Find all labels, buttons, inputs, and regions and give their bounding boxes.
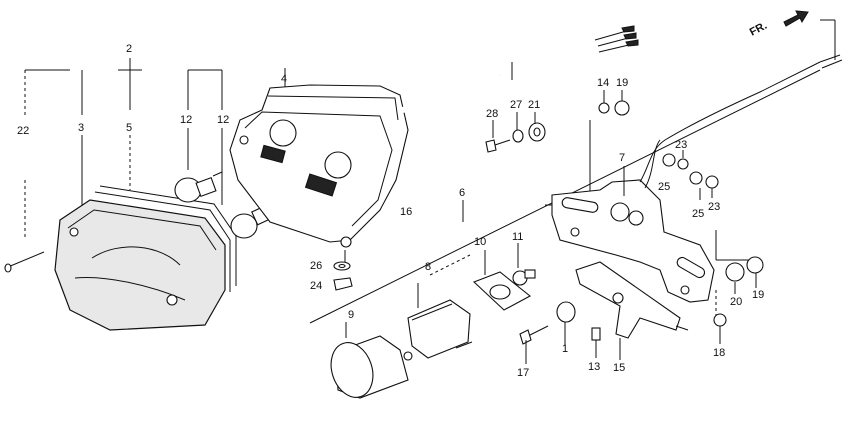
callout-9: 9 xyxy=(348,309,354,321)
license-lamp-cover xyxy=(407,299,473,359)
callout-3: 3 xyxy=(78,122,84,134)
hardware-18 xyxy=(713,313,727,327)
callout-25-b: 25 xyxy=(692,208,704,220)
callout-7: 7 xyxy=(619,152,625,164)
callout-27: 27 xyxy=(510,99,522,111)
hardware-23-a xyxy=(662,153,689,170)
callout-19-right: 19 xyxy=(752,289,764,301)
callout-26: 26 xyxy=(310,260,322,272)
hardware-bolt-28 xyxy=(485,139,511,153)
hardware-19-right xyxy=(746,256,764,274)
rear-stay xyxy=(575,261,689,339)
callout-labels: 22 3 2 5 12 12 4 16 6 8 26 24 9 10 11 17… xyxy=(17,43,764,379)
callout-12-a: 12 xyxy=(180,114,192,126)
rubber-mount-1 xyxy=(556,301,576,323)
callout-19-top: 19 xyxy=(616,77,628,89)
callout-28: 28 xyxy=(486,108,498,120)
hardware-nut-19-top xyxy=(614,100,630,116)
housing-wire xyxy=(401,25,639,113)
callout-22: 22 xyxy=(17,125,29,137)
license-bracket xyxy=(551,179,715,303)
bulb-lower xyxy=(230,204,273,239)
lens-screw xyxy=(4,251,45,273)
callout-13: 13 xyxy=(588,361,600,373)
lamp-housing xyxy=(229,84,409,262)
arrow-right-icon xyxy=(783,10,809,27)
nut-24 xyxy=(333,277,353,291)
callout-16: 16 xyxy=(400,206,412,218)
callout-23-a: 23 xyxy=(675,139,687,151)
leader-lines xyxy=(345,90,757,364)
callout-17: 17 xyxy=(517,367,529,379)
callout-21: 21 xyxy=(528,99,540,111)
hardware-23-b xyxy=(689,171,719,189)
hardware-20 xyxy=(725,262,745,282)
bolt-17 xyxy=(519,325,549,345)
collar-13 xyxy=(591,327,601,341)
callout-4: 4 xyxy=(281,73,287,85)
callout-25-a: 25 xyxy=(658,181,670,193)
callout-5: 5 xyxy=(126,122,132,134)
lens-gasket xyxy=(94,185,237,292)
callout-18: 18 xyxy=(713,347,725,359)
callout-1: 1 xyxy=(562,343,568,355)
callout-8: 8 xyxy=(425,261,431,273)
direction-label: FR. xyxy=(748,20,769,39)
bracket-wire xyxy=(639,54,843,189)
license-lamp-body xyxy=(330,335,413,399)
hardware-washer-14 xyxy=(598,102,610,114)
callout-23-b: 23 xyxy=(708,201,720,213)
small-bulb xyxy=(512,269,536,286)
bulb-upper xyxy=(174,171,223,203)
lamp-gasket xyxy=(472,271,531,311)
callout-11: 11 xyxy=(512,231,523,243)
hardware-grommet-21 xyxy=(528,122,546,142)
callout-24: 24 xyxy=(310,280,322,292)
callout-2: 2 xyxy=(126,43,132,55)
direction-marker: FR. xyxy=(748,10,809,39)
callout-12-b: 12 xyxy=(217,114,229,126)
callout-15: 15 xyxy=(613,362,625,374)
callout-14: 14 xyxy=(597,77,609,89)
hardware-washer-27 xyxy=(512,129,524,143)
grommet-26 xyxy=(333,261,351,271)
callout-10: 10 xyxy=(474,236,486,248)
callout-20: 20 xyxy=(730,296,742,308)
tail-lens xyxy=(54,199,226,331)
callout-6: 6 xyxy=(459,187,465,199)
